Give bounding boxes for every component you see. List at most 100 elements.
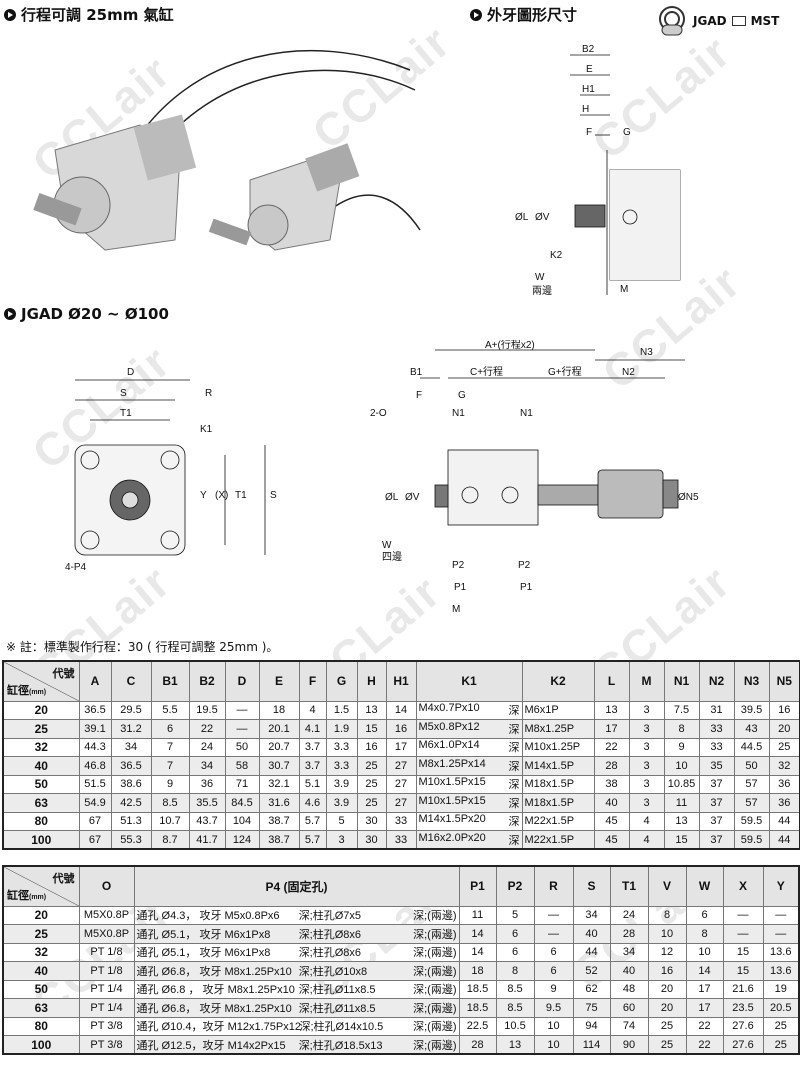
table-cell: 30.7 (258, 756, 300, 776)
table-cell: 34 (110, 737, 152, 757)
label-c-stroke: C+行程 (470, 365, 503, 378)
table-cell: 57 (733, 774, 770, 794)
depth-label: 深 (508, 797, 520, 810)
table-cell: 10 (533, 1016, 574, 1036)
table-cell: 20 (647, 979, 687, 999)
table-cell: 25 (356, 756, 387, 776)
depth-label: 深 (508, 760, 520, 773)
table-cell: — (533, 924, 574, 944)
table-cell: 22 (685, 1035, 724, 1055)
section-heading-thread: 外牙圖形尺寸 (470, 4, 577, 25)
table-cell: 71 (224, 774, 260, 794)
table-cell: 36 (188, 774, 226, 794)
column-header: V (647, 865, 687, 907)
label-a-stroke: A+(行程x2) (485, 340, 535, 351)
table-cell: 8 (685, 924, 724, 944)
table-cell: 44.5 (733, 737, 770, 757)
table-cell: 22.5 (458, 1016, 497, 1036)
label-l: ØL (385, 492, 399, 503)
table-cell: 100 (2, 1035, 80, 1055)
table-cell: 59.5 (733, 830, 770, 850)
label-p1-right: P1 (520, 582, 533, 593)
column-header: N3 (733, 660, 770, 702)
table-cell: 80 (2, 811, 80, 831)
table-cell: 15 (722, 961, 764, 981)
bore-text: 缸徑 (7, 684, 29, 697)
table-cell: 55.3 (110, 830, 152, 850)
table-cell: 9 (150, 774, 190, 794)
heading-text: JGAD Ø20 ~ Ø100 (21, 305, 169, 323)
table-cell: 6 (495, 942, 535, 962)
table-cell: PT 1/4 (78, 998, 135, 1018)
table-cell: M18x1.5P (521, 793, 595, 813)
column-header: N5 (768, 660, 800, 702)
table-cell: 63 (2, 793, 80, 813)
table-cell: 57 (733, 793, 770, 813)
table-cell: 18.5 (458, 979, 497, 999)
table-cell: 84.5 (224, 793, 260, 813)
table-cell: 27.6 (722, 1016, 764, 1036)
p4-part: 深;柱孔Ø8x6 (298, 947, 362, 960)
table-cell: 40 (2, 756, 80, 776)
table-cell: 18 (258, 700, 300, 720)
table-cell: PT 1/4 (78, 979, 135, 999)
label-x: (X) (215, 490, 228, 501)
table-cell: 22 (593, 737, 630, 757)
table-cell: 17 (593, 719, 630, 739)
cylinder-large (33, 114, 197, 251)
table-cell: 22 (685, 1016, 724, 1036)
table-cell: — (762, 905, 800, 925)
table-cell: 3 (628, 756, 665, 776)
p4-part: 通孔 Ø5.1， 攻牙 M6x1Px8 (136, 928, 271, 941)
depth-label: 深 (508, 742, 520, 755)
table-cell: 11 (458, 905, 497, 925)
table-cell: 34 (609, 942, 649, 962)
legend-mst: MST (750, 14, 780, 28)
depth-label: 深 (508, 779, 520, 792)
table-cell: 38.7 (258, 830, 300, 850)
table-cell: 17 (385, 737, 417, 757)
column-header: B2 (188, 660, 226, 702)
label-p2-left: P2 (452, 560, 465, 571)
table-cell: 8 (647, 905, 687, 925)
label-t1-vertical: T1 (235, 490, 247, 501)
label-w: W (535, 272, 545, 283)
table-cell: 35.5 (188, 793, 226, 813)
table-cell: M14x1.5P (521, 756, 595, 776)
column-header: N2 (698, 660, 735, 702)
label-n1-right: N1 (520, 408, 533, 419)
table-cell: — (722, 905, 764, 925)
table-cell: 25 (647, 1035, 687, 1055)
table-cell: 8.7 (150, 830, 190, 850)
label-m: M (620, 284, 628, 295)
table-cell: 114 (572, 1035, 611, 1055)
table-cell: PT 1/8 (78, 961, 135, 981)
table-cell: 14 (458, 924, 497, 944)
table-cell: 32 (2, 942, 80, 962)
table-cell: 4 (628, 811, 665, 831)
p4-part: 深;柱孔Ø14x10.5 (299, 1021, 384, 1034)
table-cell: 3 (628, 793, 665, 813)
bore-label: 缸徑(mm) (7, 682, 46, 698)
column-header: F (298, 660, 327, 702)
table-cell: 14 (685, 961, 724, 981)
label-h1: H1 (582, 84, 595, 95)
table-cell: 28 (593, 756, 630, 776)
column-header: W (685, 865, 724, 907)
